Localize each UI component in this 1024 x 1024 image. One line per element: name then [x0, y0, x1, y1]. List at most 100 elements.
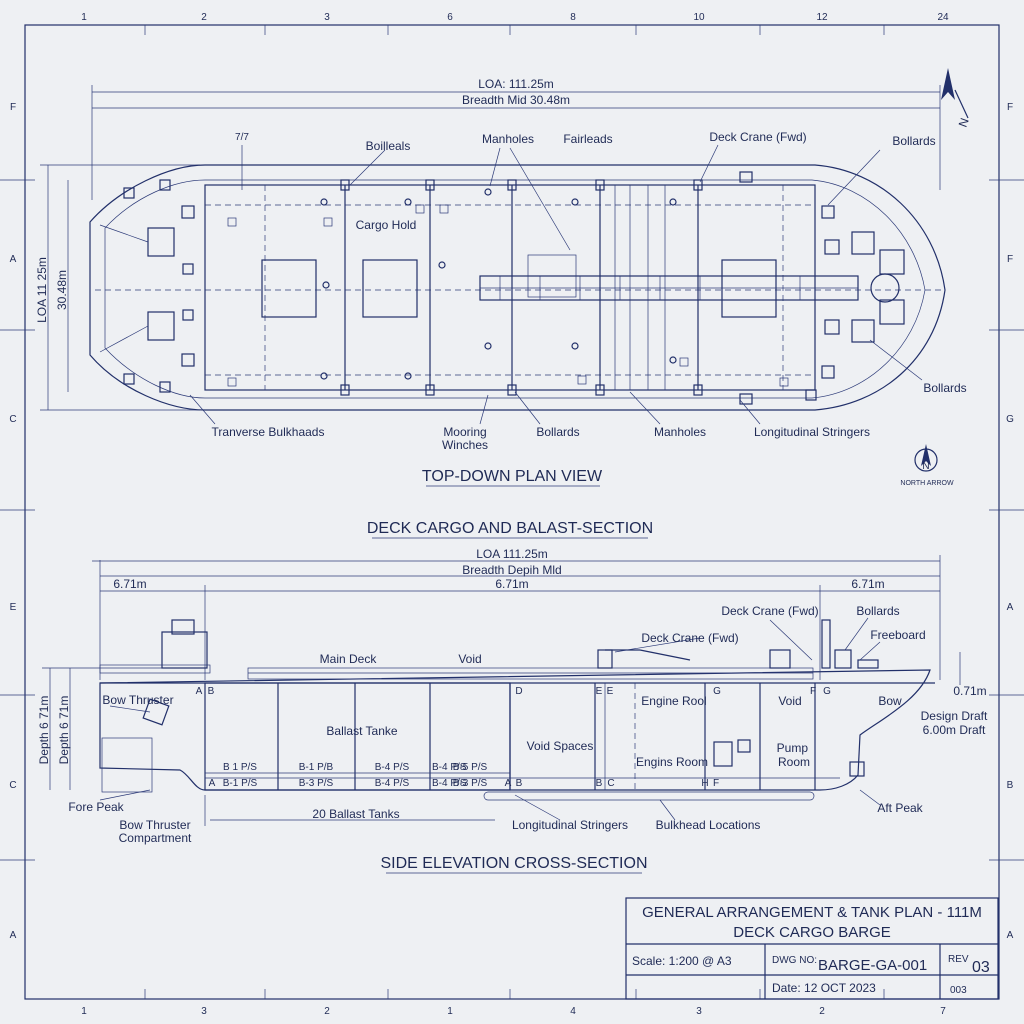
cargo-deck	[204, 184, 816, 391]
label-engine-room: Engins Room	[636, 755, 708, 769]
frame-letter: C	[607, 778, 614, 789]
frame-letter: F	[810, 686, 816, 697]
label-freeboard: Freeboard	[870, 628, 925, 642]
grid-right-label: A	[1007, 930, 1014, 941]
grid-right-label: A	[1007, 602, 1014, 613]
grid-bottom-label: 3	[696, 1006, 702, 1017]
label-mooring: Mooring	[443, 425, 486, 439]
grid-top-label: 12	[816, 12, 828, 23]
frame-letter: A	[505, 778, 512, 789]
frame-letter: D	[515, 686, 522, 697]
grid-bottom-label: 1	[81, 1006, 87, 1017]
label-deck-crane: Deck Crane (Fwd)	[709, 130, 806, 144]
elev-hull-outline	[99, 669, 931, 791]
elev-depth-a: Depth 6 71m	[37, 696, 51, 765]
frame-letter: H	[701, 778, 708, 789]
label-void-top: Void	[458, 652, 481, 666]
tank-top: B 1 P/S	[223, 762, 257, 773]
elev-right-dim: 6.71m	[851, 577, 884, 591]
frame-letter: A	[196, 686, 203, 697]
hatch-cover	[721, 259, 777, 318]
label-manholes-bottom: Manholes	[654, 425, 706, 439]
label-manholes-top: Manholes	[482, 132, 534, 146]
plan-side-dim-a: LOA 11 25m	[35, 257, 49, 323]
sheet-border	[24, 24, 1000, 1000]
grid-left: F A C E C A	[9, 102, 16, 941]
title-block-sheet: 003	[950, 985, 967, 996]
label-void-right: Void	[778, 694, 801, 708]
north-arrow-icon: N	[914, 444, 938, 472]
label-room: Room	[778, 755, 810, 769]
elev-design-draft: Design Draft	[921, 709, 988, 723]
label-ballast-tanks: Ballast Tanke	[326, 724, 397, 738]
frame-letter: B	[596, 778, 603, 789]
elev-breadth-dim: Breadth Depih Mld	[462, 563, 561, 577]
elev-mid-dim: 6.71m	[495, 577, 528, 591]
plan-view: LOA: 111.25m Breadth Mid 30.48m 7/7 LOA …	[35, 77, 967, 487]
title-block-dwg-label: DWG NO:	[772, 955, 817, 966]
title-block-date: Date: 12 OCT 2023	[772, 981, 876, 995]
plan-breadth-dim: Breadth Mid 30.48m	[462, 93, 570, 107]
label-engine-room-top: Engine Rool	[641, 694, 706, 708]
grid-top: 1 2 3 6 8 10 12 24	[81, 12, 949, 23]
label-transverse: Tranverse Bulkhaads	[212, 425, 325, 439]
grid-ticks	[0, 25, 1024, 999]
grid-left-label: A	[10, 930, 17, 941]
frame-letter: E	[607, 686, 614, 697]
tank-bottom: B-3 P/S	[453, 778, 488, 789]
label-bollards-top: Bollards	[892, 134, 935, 148]
label-elev-bollards: Bollards	[856, 604, 899, 618]
label-ballast-dim: 20 Ballast Tanks	[312, 807, 399, 821]
frame-letter: E	[596, 686, 603, 697]
grid-left-label: C	[9, 414, 16, 425]
tank-top: B-4 P/S	[375, 762, 410, 773]
label-bt-comp2: Compartment	[119, 831, 192, 845]
label-bow-thruster: Bow Thruster	[102, 693, 173, 707]
plan-hull-outline	[89, 164, 946, 411]
tank-bottom: B-4 P/S	[375, 778, 410, 789]
label-bow: Bow	[878, 694, 902, 708]
plan-loa-dim: LOA: 111.25m	[478, 77, 554, 91]
grid-bottom-label: 3	[201, 1006, 207, 1017]
label-bt-comp1: Bow Thruster	[119, 818, 190, 832]
grid-bottom: 1 3 2 1 4 3 2 7	[81, 1006, 946, 1017]
grid-bottom-label: 7	[940, 1006, 946, 1017]
north-arrow-letter: N	[922, 461, 929, 472]
north-arrow-label: NORTH ARROW	[900, 480, 954, 487]
grid-right-label: G	[1006, 414, 1014, 425]
tank-top: B-1 P/B	[299, 762, 334, 773]
label-crane-mid: Deck Crane (Fwd)	[641, 631, 738, 645]
frame-letter: G	[713, 686, 721, 697]
label-main-deck: Main Deck	[320, 652, 378, 666]
grid-top-label: 8	[570, 12, 576, 23]
grid-right-label: B	[1007, 780, 1014, 791]
grid-right-label: F	[1007, 254, 1013, 265]
hatch-cover	[261, 259, 317, 318]
grid-bottom-label: 4	[570, 1006, 576, 1017]
elev-loa-dim: LOA 111.25m	[476, 547, 548, 561]
elev-draft-val: 6.00m Draft	[923, 723, 986, 737]
tank-bottom: B-4 P/S	[432, 778, 467, 789]
label-elev-stringers: Longitudinal Stringers	[512, 818, 628, 832]
side-elevation: LOA 111.25m Breadth Depih Mld 6.71m 6.71…	[37, 547, 988, 874]
label-pump-room: Pump Room	[777, 741, 812, 769]
grid-bottom-label: 2	[819, 1006, 825, 1017]
grid-top-label: 10	[693, 12, 705, 23]
label-bolleals: Boilleals	[366, 139, 411, 153]
label-winches: Winches	[442, 438, 488, 452]
frame-letter: B	[208, 686, 215, 697]
title-block-title2: DECK CARGO BARGE	[733, 924, 891, 941]
label-crane-fwd: Deck Crane (Fwd)	[721, 604, 818, 618]
frame-letter: A	[209, 778, 216, 789]
elev-freeboard-val: 0.71m	[953, 684, 986, 698]
title-block-scale: Scale: 1:200 @ A3	[632, 954, 732, 968]
section-title: DECK CARGO AND BALAST-SECTION	[367, 520, 653, 537]
bollard-icons	[123, 171, 875, 405]
label-fore-peak: Fore Peak	[68, 800, 124, 814]
tank-top: B-4 P/S	[432, 762, 467, 773]
title-block: GENERAL ARRANGEMENT & TANK PLAN - 111M D…	[625, 897, 999, 1000]
label-pump: Pump	[777, 741, 809, 755]
label-bollards-right: Bollards	[923, 381, 966, 395]
frame-letter: G	[823, 686, 831, 697]
